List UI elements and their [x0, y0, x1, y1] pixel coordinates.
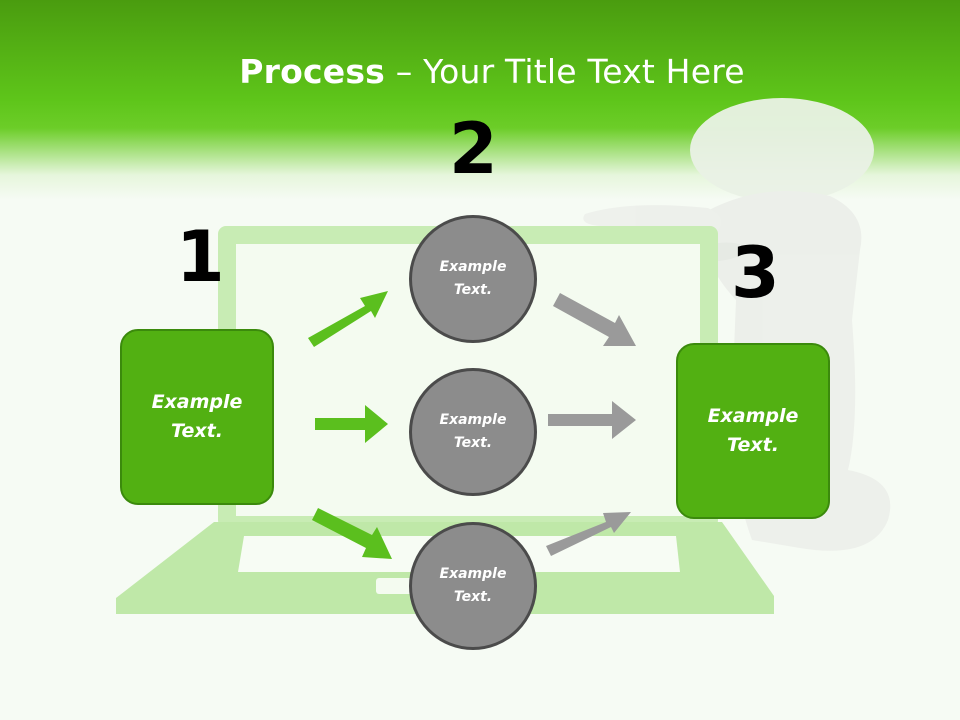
circle-middle-text: Example Text.: [440, 409, 507, 455]
green-arrows: [308, 291, 392, 559]
step-number-1: 1: [176, 216, 225, 298]
left-box-line1: Example: [151, 391, 243, 413]
arrow-down-right-icon: [553, 293, 636, 346]
slide-title: Process – Your Title Text Here: [0, 52, 960, 91]
circle-top-text: Example Text.: [440, 256, 507, 302]
circle-bottom: Example Text.: [409, 522, 537, 650]
gray-arrows: [546, 293, 636, 556]
arrow-up-right-icon: [546, 512, 631, 556]
circle-bottom-line1: Example: [439, 566, 507, 582]
circle-top-line2: Text.: [453, 282, 493, 298]
circle-middle-line2: Text.: [453, 435, 493, 451]
circle-bottom-text: Example Text.: [440, 563, 507, 609]
circle-middle: Example Text.: [409, 368, 537, 496]
left-step-box: Example Text.: [120, 329, 274, 505]
right-step-box: Example Text.: [676, 343, 830, 519]
right-box-line2: Text.: [727, 434, 779, 456]
title-bold: Process: [239, 52, 386, 91]
step-number-2: 2: [449, 108, 498, 190]
left-box-text: Example Text.: [152, 388, 243, 446]
step-number-3: 3: [731, 232, 780, 314]
arrow-right-icon: [548, 401, 636, 439]
circle-middle-line1: Example: [439, 412, 507, 428]
left-box-line2: Text.: [171, 420, 223, 442]
circle-top: Example Text.: [409, 215, 537, 343]
arrow-right-icon: [315, 405, 388, 443]
arrow-up-right-icon: [308, 291, 388, 347]
title-rest: – Your Title Text Here: [385, 52, 745, 91]
arrow-down-right-icon: [312, 508, 392, 559]
right-box-text: Example Text.: [708, 402, 799, 460]
right-box-line1: Example: [707, 405, 799, 427]
circle-bottom-line2: Text.: [453, 589, 493, 605]
circle-top-line1: Example: [439, 259, 507, 275]
